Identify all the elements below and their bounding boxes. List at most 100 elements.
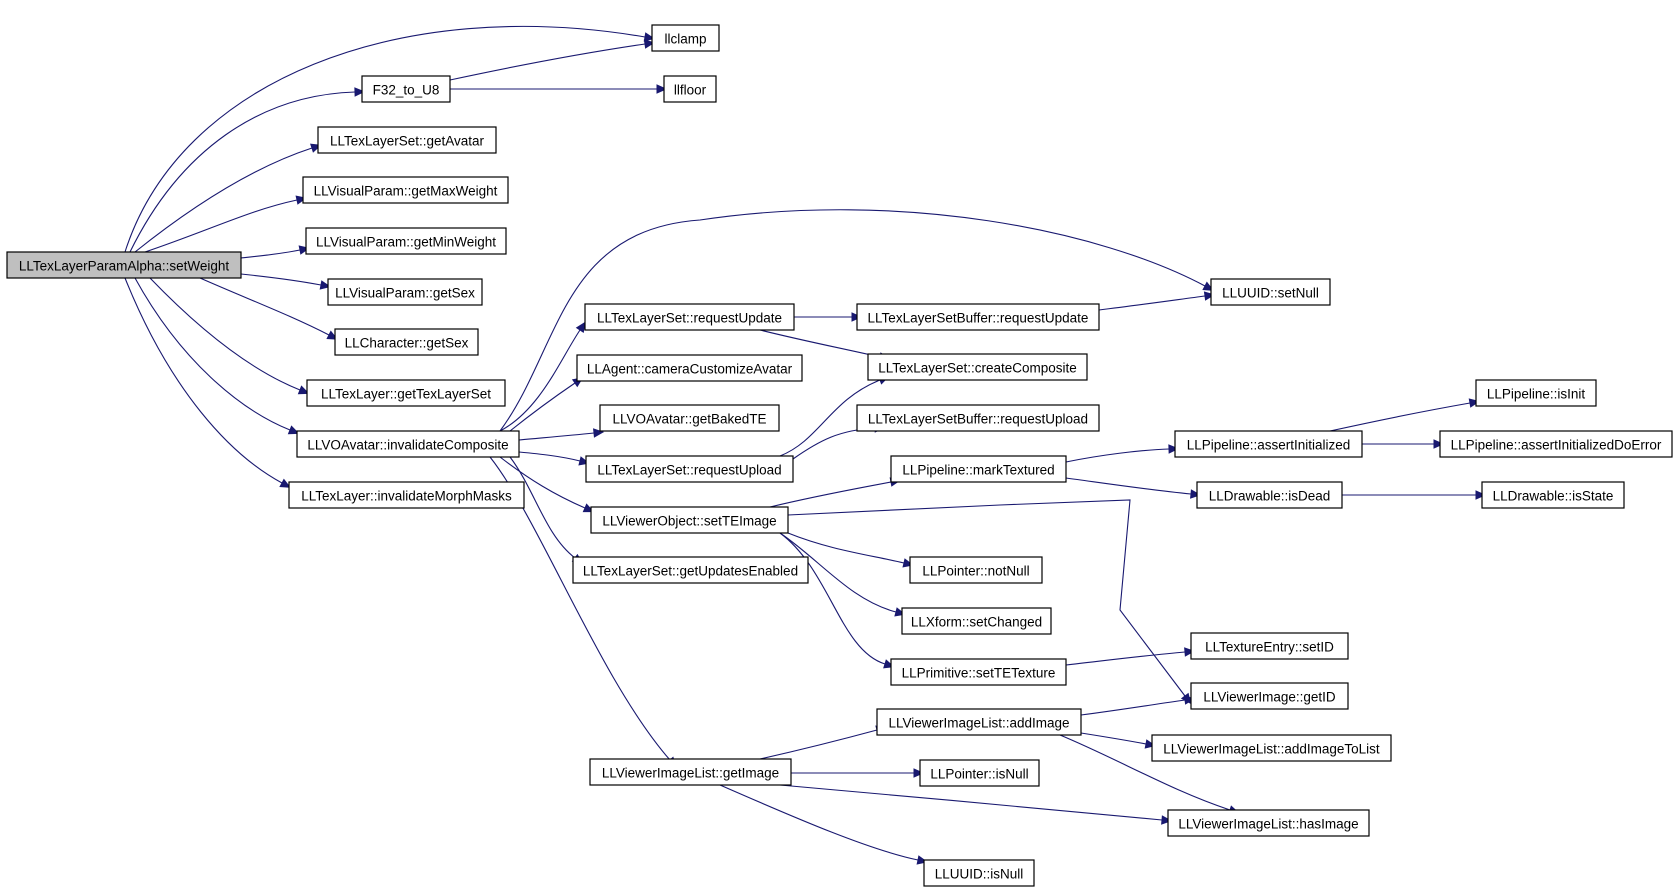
graph-node-box[interactable] (6, 251, 242, 279)
graph-node-tlsRequestUpload[interactable]: LLTexLayerSet::requestUpload (585, 455, 794, 483)
graph-node-getBakedTE[interactable]: LLVOAvatar::getBakedTE (599, 404, 780, 432)
graph-node-isInit[interactable]: LLPipeline::isInit (1475, 379, 1597, 407)
graph-node-isDead[interactable]: LLDrawable::isDead (1196, 481, 1343, 509)
call-edge-getImage-to-isNullPtr (791, 768, 925, 778)
graph-node-getMinWeight[interactable]: LLVisualParam::getMinWeight (305, 227, 507, 255)
graph-node-box[interactable] (296, 430, 520, 458)
graph-node-setID[interactable]: LLTextureEntry::setID (1190, 632, 1349, 660)
graph-node-root[interactable]: LLTexLayerParamAlpha::setWeight (6, 251, 242, 279)
graph-node-box[interactable] (1439, 430, 1673, 458)
call-edge-line (240, 249, 301, 259)
graph-node-box[interactable] (909, 556, 1043, 584)
graph-node-invalidateComposite[interactable]: LLVOAvatar::invalidateComposite (296, 430, 520, 458)
graph-node-getTexLayerSet[interactable]: LLTexLayer::getTexLayerSet (306, 379, 506, 407)
graph-node-box[interactable] (305, 227, 507, 255)
graph-node-label: LLTexLayerSetBuffer::requestUpdate (868, 311, 1089, 326)
graph-node-box[interactable] (1196, 481, 1343, 509)
graph-node-box[interactable] (1475, 379, 1597, 407)
graph-node-setTEImage[interactable]: LLViewerObject::setTEImage (590, 506, 789, 534)
graph-node-assertInitialized[interactable]: LLPipeline::assertInitialized (1174, 430, 1363, 458)
graph-node-bufRequestUpdate[interactable]: LLTexLayerSetBuffer::requestUpdate (856, 303, 1100, 331)
graph-node-invalidateMorphMasks[interactable]: LLTexLayer::invalidateMorphMasks (288, 481, 525, 509)
graph-node-createComposite[interactable]: LLTexLayerSet::createComposite (867, 353, 1088, 381)
call-edge-line (792, 427, 876, 460)
graph-node-box[interactable] (584, 303, 795, 331)
graph-node-setChanged[interactable]: LLXform::setChanged (901, 607, 1052, 635)
graph-node-box[interactable] (1481, 481, 1625, 509)
graph-node-box[interactable] (1190, 632, 1349, 660)
graph-node-uuidIsNull[interactable]: LLUUID::isNull (923, 859, 1035, 887)
graph-node-box[interactable] (1167, 809, 1370, 837)
graph-node-getID[interactable]: LLViewerImage::getID (1190, 682, 1349, 710)
graph-node-setNull[interactable]: LLUUID::setNull (1210, 278, 1331, 306)
graph-node-box[interactable] (590, 506, 789, 534)
graph-node-box[interactable] (663, 75, 717, 103)
graph-node-box[interactable] (867, 353, 1088, 381)
graph-node-box[interactable] (317, 126, 497, 154)
graph-node-label: LLVisualParam::getMinWeight (316, 235, 496, 250)
graph-node-isNullPtr[interactable]: LLPointer::isNull (919, 759, 1040, 787)
graph-node-chGetSex[interactable]: LLCharacter::getSex (334, 328, 479, 356)
graph-node-vpGetSex[interactable]: LLVisualParam::getSex (327, 278, 483, 306)
graph-node-label: LLTexLayerSet::createComposite (878, 361, 1077, 376)
graph-node-box[interactable] (856, 404, 1100, 432)
graph-node-addImage[interactable]: LLViewerImageList::addImage (876, 708, 1082, 736)
call-edge-line (509, 382, 576, 432)
graph-node-label: LLXform::setChanged (911, 615, 1042, 630)
graph-node-label: LLDrawable::isDead (1209, 489, 1331, 504)
graph-node-addImageToList[interactable]: LLViewerImageList::addImageToList (1151, 734, 1392, 762)
graph-node-getAvatar[interactable]: LLTexLayerSet::getAvatar (317, 126, 497, 154)
graph-node-box[interactable] (576, 354, 803, 382)
graph-node-setTETexture[interactable]: LLPrimitive::setTETexture (890, 658, 1067, 686)
graph-node-bufRequestUpload[interactable]: LLTexLayerSetBuffer::requestUpload (856, 404, 1100, 432)
graph-node-box[interactable] (651, 24, 720, 52)
graph-node-cameraCustomizeAvatar[interactable]: LLAgent::cameraCustomizeAvatar (576, 354, 803, 382)
graph-node-label: LLAgent::cameraCustomizeAvatar (587, 362, 793, 377)
graph-node-assertInitializedDoError[interactable]: LLPipeline::assertInitializedDoError (1439, 430, 1673, 458)
call-edge-f32u8-to-llfloor (450, 84, 668, 94)
graph-node-box[interactable] (288, 481, 525, 509)
graph-node-box[interactable] (599, 404, 780, 432)
graph-node-box[interactable] (361, 75, 451, 103)
graph-node-box[interactable] (302, 176, 509, 204)
call-edge-root-to-f32u8 (129, 87, 366, 253)
graph-node-box[interactable] (1210, 278, 1331, 306)
graph-node-box[interactable] (334, 328, 479, 356)
graph-node-box[interactable] (1190, 682, 1349, 710)
graph-node-box[interactable] (856, 303, 1100, 331)
call-edge-arrowhead (1184, 647, 1196, 657)
graph-node-f32u8[interactable]: F32_to_U8 (361, 75, 451, 103)
call-edge-arrowhead (297, 385, 310, 395)
graph-node-markTextured[interactable]: LLPipeline::markTextured (890, 455, 1067, 483)
call-edge-getImage-to-addImage (759, 725, 887, 760)
graph-node-box[interactable] (585, 455, 794, 483)
graph-node-getUpdatesEnabled[interactable]: LLTexLayerSet::getUpdatesEnabled (572, 556, 809, 584)
graph-node-getImage[interactable]: LLViewerImageList::getImage (589, 758, 792, 786)
graph-node-label: LLPointer::notNull (922, 564, 1029, 579)
graph-node-box[interactable] (1174, 430, 1363, 458)
graph-node-getMaxWeight[interactable]: LLVisualParam::getMaxWeight (302, 176, 509, 204)
graph-node-box[interactable] (890, 658, 1067, 686)
graph-node-box[interactable] (589, 758, 792, 786)
graph-node-box[interactable] (876, 708, 1082, 736)
graph-node-box[interactable] (1151, 734, 1392, 762)
graph-node-tlsRequestUpdate[interactable]: LLTexLayerSet::requestUpdate (584, 303, 795, 331)
graph-node-box[interactable] (327, 278, 483, 306)
call-edge-line (144, 199, 298, 253)
graph-node-box[interactable] (890, 455, 1067, 483)
graph-node-label: LLTexLayerSet::requestUpdate (597, 311, 782, 326)
graph-node-llclamp[interactable]: llclamp (651, 24, 720, 52)
graph-node-isState[interactable]: LLDrawable::isState (1481, 481, 1625, 509)
graph-node-hasImage[interactable]: LLViewerImageList::hasImage (1167, 809, 1370, 837)
graph-node-box[interactable] (572, 556, 809, 584)
graph-node-notNull[interactable]: LLPointer::notNull (909, 556, 1043, 584)
call-edge-line (449, 43, 646, 81)
call-edge-line (1080, 732, 1147, 745)
graph-node-llfloor[interactable]: llfloor (663, 75, 717, 103)
call-edge-markTextured-to-isDead (1065, 477, 1202, 499)
graph-node-box[interactable] (923, 859, 1035, 887)
graph-node-box[interactable] (306, 379, 506, 407)
call-edge-tlsRequestUpdate-to-bufRequestUpdate (794, 312, 863, 322)
graph-node-box[interactable] (919, 759, 1040, 787)
graph-node-box[interactable] (901, 607, 1052, 635)
